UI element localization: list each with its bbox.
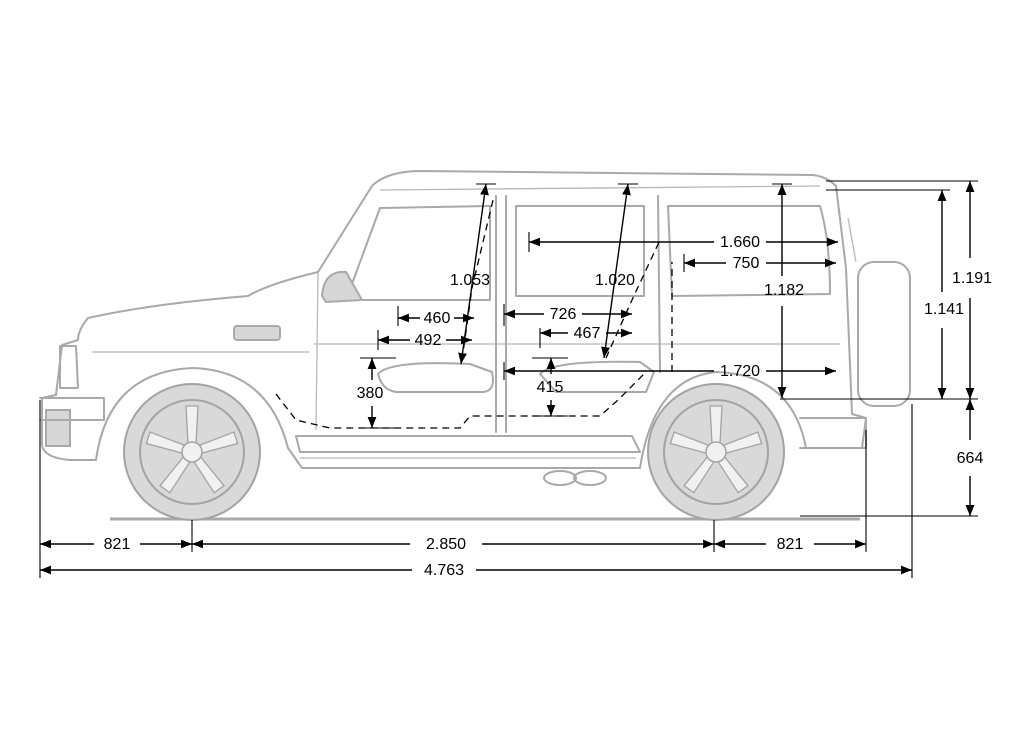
label-cargo-length-mid: 750 <box>733 255 760 272</box>
headlight <box>59 345 79 389</box>
interior-profile <box>275 195 673 429</box>
vehicle-side-view <box>39 170 911 521</box>
label-front-overhang: 821 <box>104 536 131 553</box>
rear-seat-cushion <box>539 360 655 393</box>
front-wheel <box>123 383 261 521</box>
label-front-seat-length: 492 <box>415 332 442 349</box>
exhaust-tips <box>543 470 607 486</box>
rear-bumper <box>799 417 867 449</box>
label-ground-height: 664 <box>957 450 984 467</box>
front-window <box>345 205 491 301</box>
side-mirror <box>320 270 364 304</box>
label-rear-headroom: 1.020 <box>595 272 635 289</box>
roof-line <box>379 185 821 191</box>
label-front-headroom: 1.053 <box>450 272 490 289</box>
label-cargo-length-floor: 1.720 <box>720 363 760 380</box>
label-front-seat-depth: 460 <box>424 310 451 327</box>
label-rear-seat-depth: 726 <box>550 306 577 323</box>
label-front-seat-height: 380 <box>357 385 384 402</box>
dimension-labels: 821 2.850 821 4.763 1.191 1.141 664 1.18… <box>104 234 992 579</box>
front-wheel-spokes <box>145 405 239 494</box>
rear-side-window <box>667 205 831 297</box>
label-overall-height: 1.191 <box>952 270 992 287</box>
rear-wheel <box>647 383 785 521</box>
label-cargo-height: 1.182 <box>764 282 804 299</box>
dimline-front-headroom <box>458 183 489 365</box>
label-wheelbase: 2.850 <box>426 536 466 553</box>
label-overall-length: 4.763 <box>424 562 464 579</box>
label-cargo-length-upper: 1.660 <box>720 234 760 251</box>
label-body-height: 1.141 <box>924 301 964 318</box>
label-rear-seat-length: 467 <box>574 325 601 342</box>
body-outline <box>41 170 867 469</box>
front-seat-cushion <box>377 362 494 393</box>
label-rear-seat-height: 415 <box>537 379 564 396</box>
dimension-lines <box>40 181 975 575</box>
rear-light <box>847 217 857 263</box>
extension-lines <box>39 180 978 578</box>
label-rear-overhang: 821 <box>777 536 804 553</box>
fog-lamp-grille <box>45 409 71 447</box>
front-bumper <box>39 397 105 421</box>
dimline-rear-headroom <box>601 183 631 359</box>
running-board <box>295 435 641 453</box>
fender-indicator <box>233 325 281 341</box>
spare-wheel <box>857 261 911 407</box>
a-pillar-line <box>315 271 319 431</box>
rear-door-rear-edge <box>657 195 661 373</box>
